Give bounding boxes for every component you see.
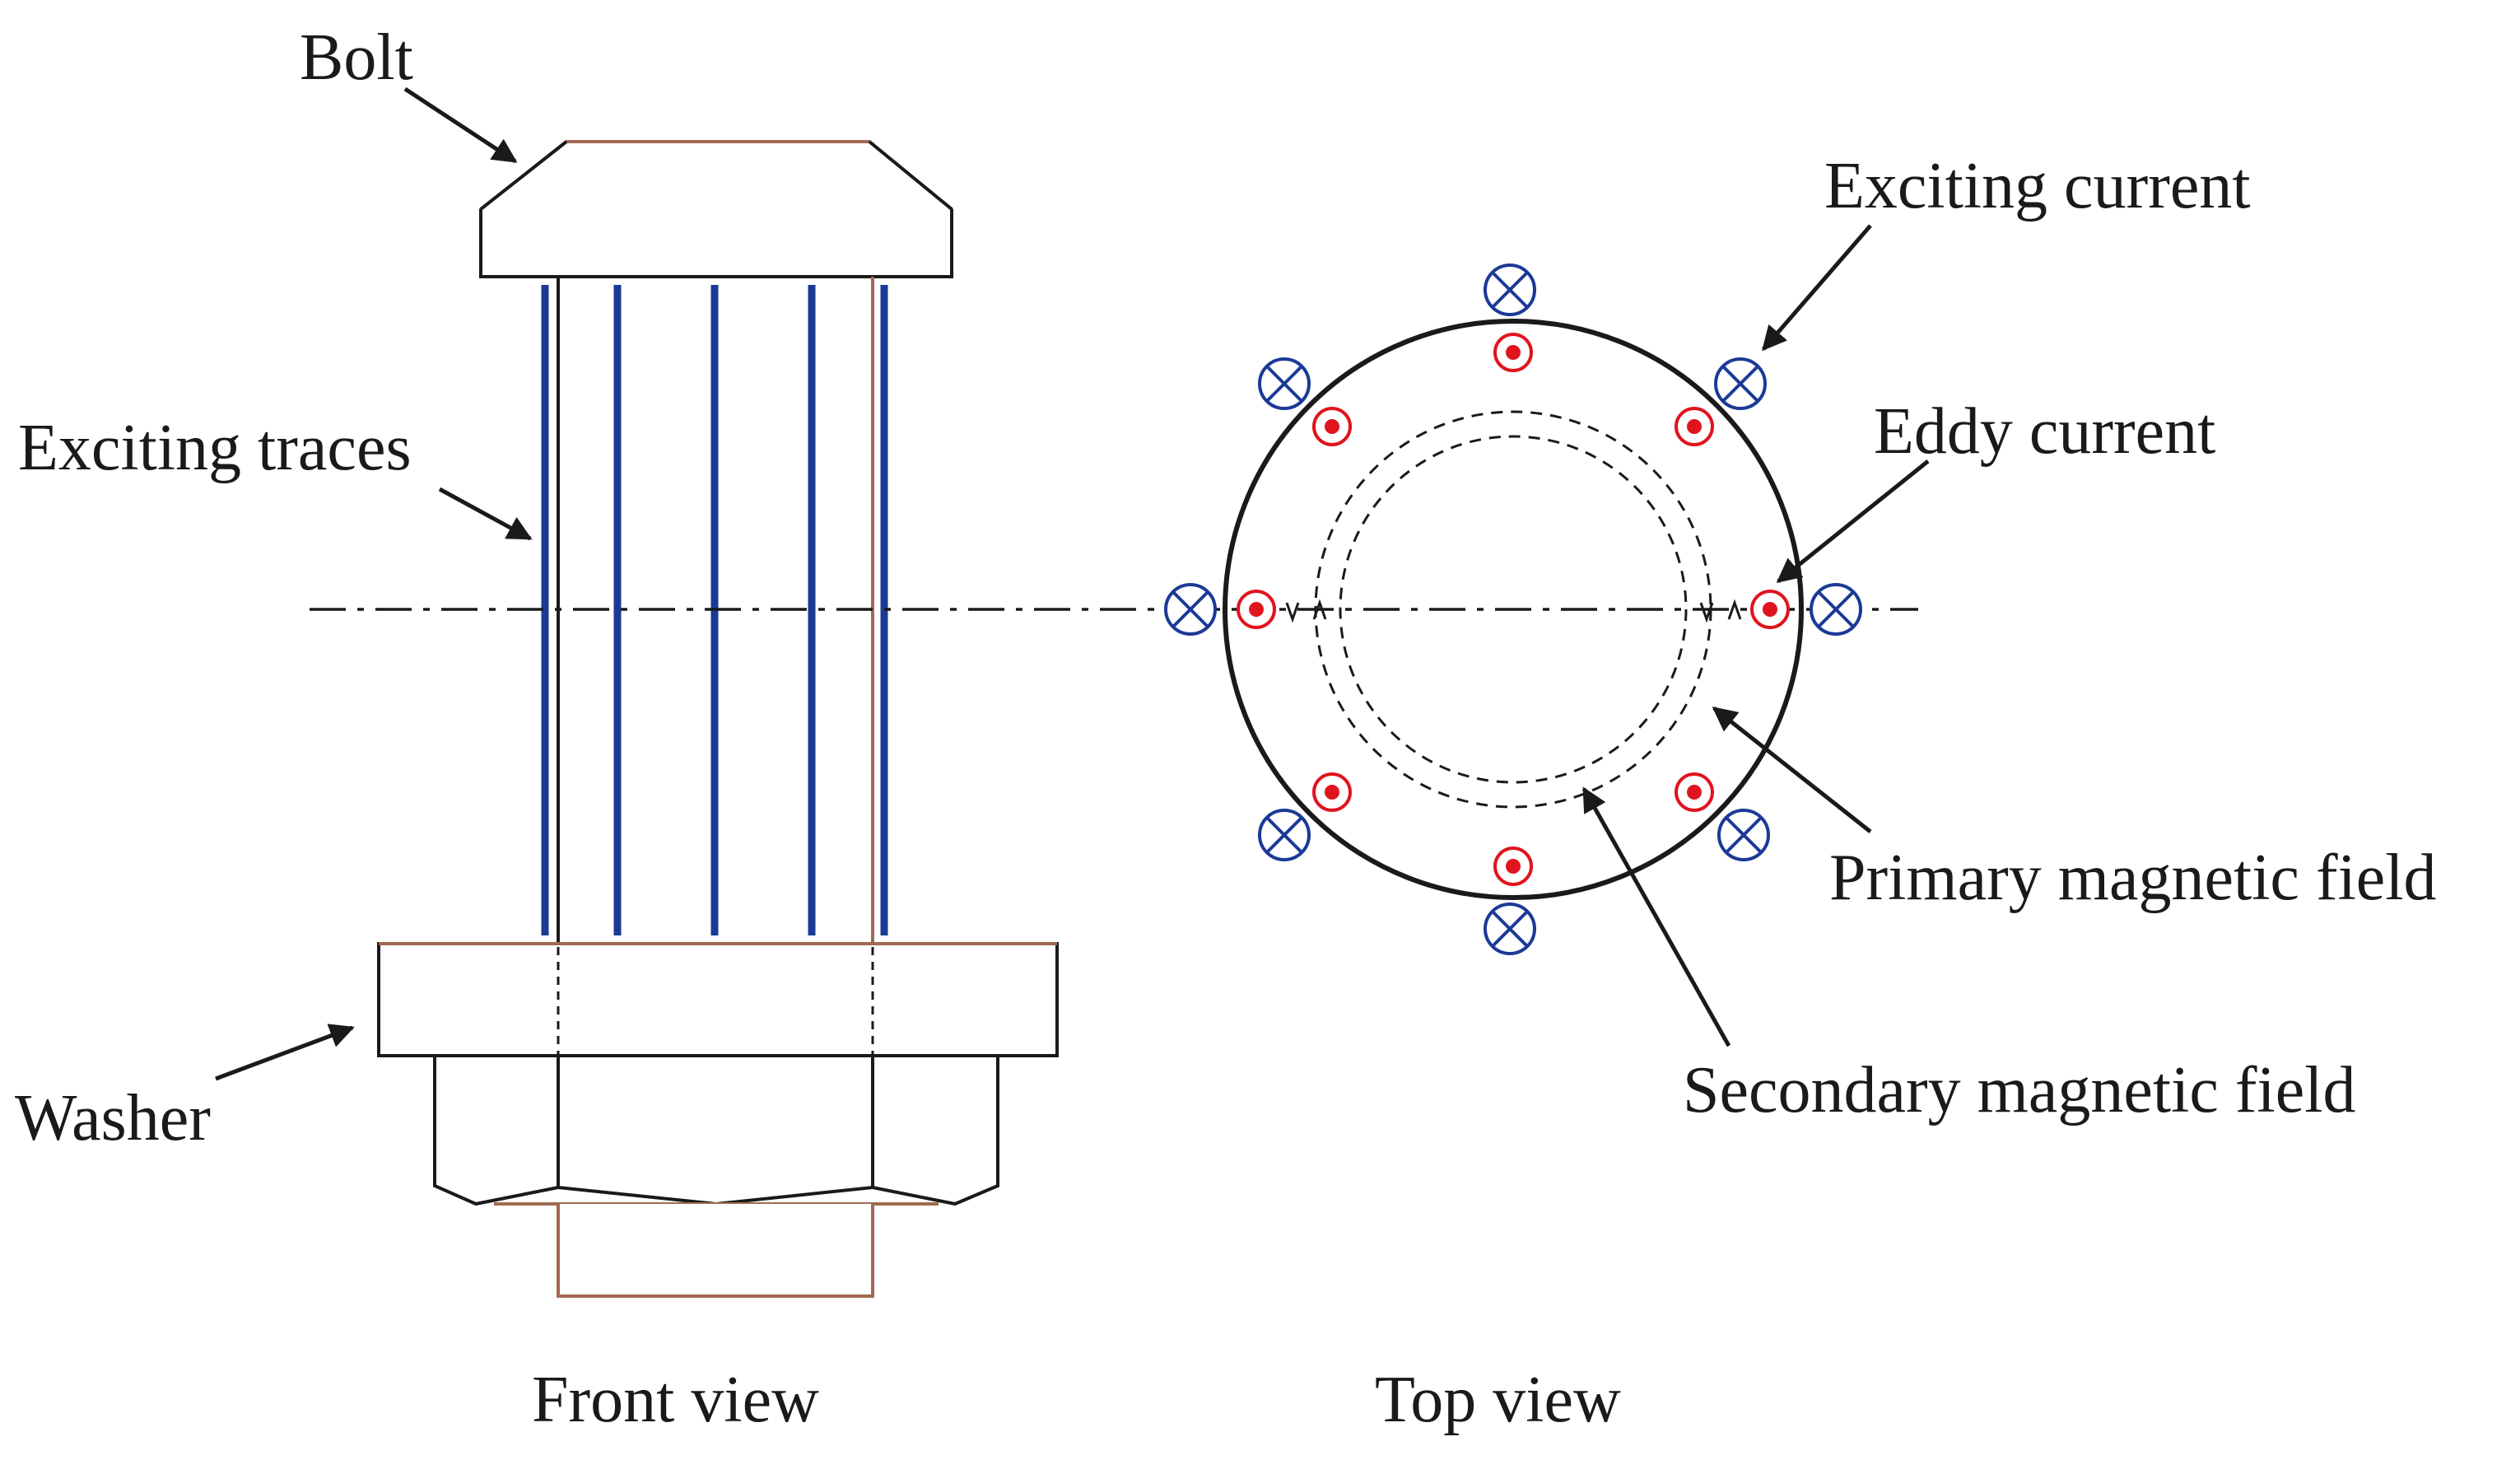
washer-leader-arrow bbox=[215, 1024, 355, 1081]
bolt-tip bbox=[557, 1204, 874, 1298]
washer-label: Washer bbox=[15, 1082, 211, 1154]
eddy-current-out-icon bbox=[1312, 772, 1352, 812]
secondary-field-leader-arrow bbox=[1581, 786, 1731, 1047]
eddy-current-out-icon bbox=[1312, 407, 1352, 446]
exciting-current-label: Exciting current bbox=[1824, 150, 2251, 222]
primary-field-leader-arrow bbox=[1712, 707, 1872, 833]
front-view bbox=[377, 140, 1059, 1298]
bolt-label: Bolt bbox=[300, 21, 413, 94]
top-view bbox=[1164, 264, 1862, 955]
exciting-current-in-icon bbox=[1810, 583, 1862, 636]
field-arrow bbox=[1312, 599, 1327, 620]
washer bbox=[377, 942, 1059, 1057]
eddy-current-label: Eddy current bbox=[1874, 395, 2215, 468]
eddy-current-out-icon bbox=[1493, 333, 1533, 372]
nut bbox=[433, 1054, 999, 1206]
eddy-current-out-icon bbox=[1237, 590, 1276, 629]
exciting-current-in-icon bbox=[1258, 809, 1311, 861]
exciting-traces-leader-arrow bbox=[438, 487, 533, 541]
exciting-traces-label: Exciting traces bbox=[18, 412, 412, 484]
field-arrow bbox=[1727, 599, 1742, 620]
secondary-field-label: Secondary magnetic field bbox=[1683, 1054, 2355, 1126]
exciting-current-in-icon bbox=[1164, 583, 1217, 636]
exciting-current-in-icon bbox=[1258, 357, 1311, 410]
exciting-current-leader-arrow bbox=[1762, 224, 1872, 352]
primary-field-loop bbox=[1339, 435, 1688, 784]
eddy-current-out-icon bbox=[1750, 590, 1790, 629]
eddy-current-leader-arrow bbox=[1776, 459, 1930, 583]
field-arrow bbox=[1285, 602, 1300, 623]
eddy-current-out-icon bbox=[1675, 407, 1714, 446]
exciting-current-in-icon bbox=[1484, 903, 1536, 955]
front-view-caption: Front view bbox=[532, 1364, 819, 1436]
eddy-current-out-icon bbox=[1493, 847, 1533, 886]
bolt-leader-arrow bbox=[403, 86, 518, 164]
top-view-caption: Top view bbox=[1375, 1364, 1621, 1436]
exciting-current-in-icon bbox=[1717, 809, 1770, 861]
field-arrow bbox=[1699, 602, 1714, 623]
bolt-cross-section bbox=[1223, 319, 1804, 900]
exciting-current-in-icon bbox=[1714, 357, 1767, 410]
exciting-current-in-icon bbox=[1484, 264, 1536, 316]
eddy-current-out-icon bbox=[1675, 772, 1714, 812]
primary-field-label: Primary magnetic field bbox=[1829, 842, 2437, 914]
